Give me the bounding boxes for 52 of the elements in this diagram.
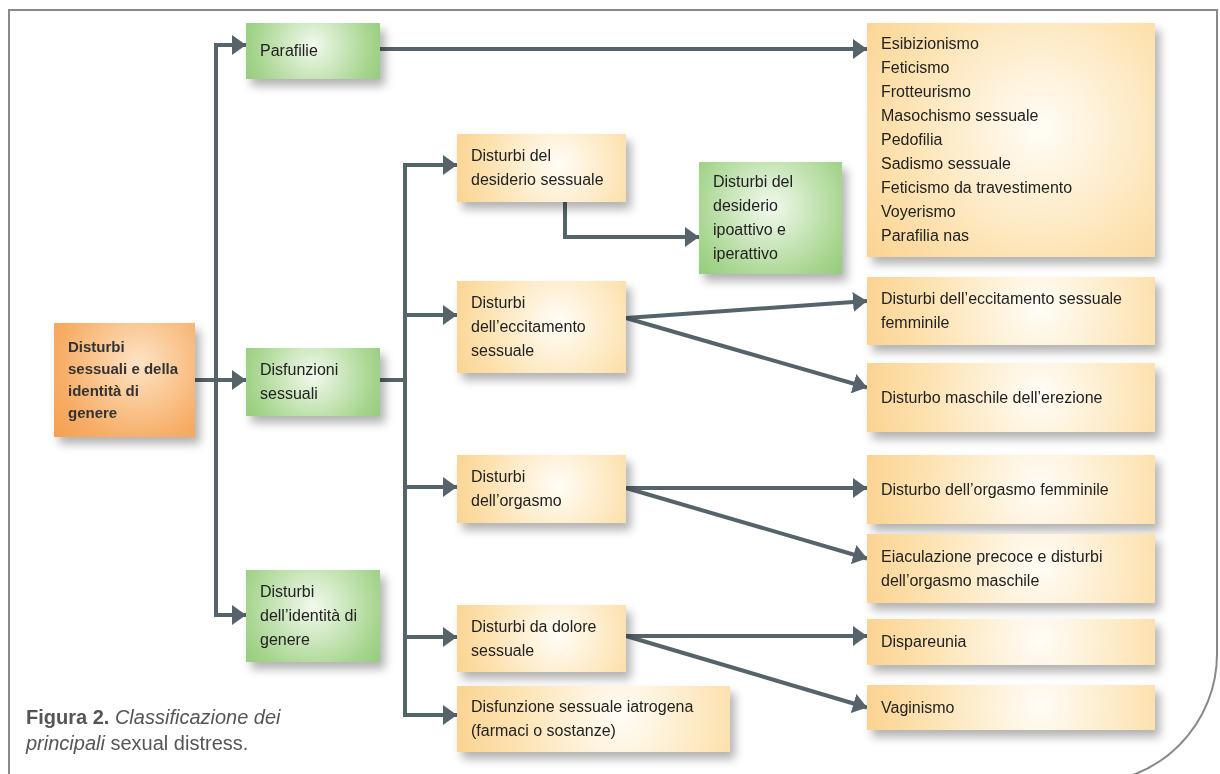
box-label: Disturbi dell’identità di genere — [260, 582, 358, 650]
arrow — [625, 316, 868, 394]
category-box — [867, 363, 1155, 432]
category-box — [246, 570, 380, 662]
arrow — [625, 292, 868, 320]
box-label: Disfunzione sessuale iatrogena (farmaci o sostanze) — [471, 697, 695, 741]
box-label: Disturbo dell’orgasmo femminile — [881, 479, 1110, 500]
arrow — [195, 378, 246, 625]
box-label: Disfunzioni sessuali — [260, 360, 340, 404]
list-item: Sadismo sessuale — [881, 154, 1012, 174]
list-item: Feticismo da travestimento — [881, 178, 1074, 198]
category-box — [246, 23, 380, 79]
category-box — [867, 455, 1155, 524]
box-label: Vaginismo — [881, 697, 956, 718]
category-box — [457, 281, 626, 373]
category-box — [457, 455, 626, 523]
box-label: Disturbi dell’orgasmo — [471, 467, 563, 511]
arrow — [563, 202, 699, 247]
category-box — [457, 605, 626, 672]
box-label: Disturbi dell’eccitamento sessuale — [471, 293, 587, 361]
category-box — [867, 534, 1155, 603]
box-label: Disturbo maschile dell’erezione — [881, 387, 1104, 408]
category-box — [457, 134, 626, 202]
box-label: Disturbi da dolore sessuale — [471, 616, 598, 661]
list-item: Masochismo sessuale — [881, 106, 1040, 126]
category-box — [699, 162, 842, 274]
arrow — [625, 634, 868, 714]
box-label: Disturbi dell’eccitamento sessuale femminile — [881, 289, 1123, 333]
list-item: Parafilia nas — [881, 226, 971, 246]
category-box — [867, 277, 1155, 345]
arrow — [625, 486, 868, 565]
category-box — [246, 348, 380, 416]
box-label: Disturbi sessuali e della identità di genere — [68, 337, 180, 423]
box-label: Disturbi del desiderio sessuale — [471, 146, 605, 190]
arrow — [380, 39, 867, 59]
list-item: Feticismo — [881, 58, 951, 78]
category-box — [54, 323, 195, 437]
list-item: Voyerismo — [881, 202, 957, 222]
box-label: Disturbi del desiderio ipoattivo e iperattivo — [713, 172, 795, 264]
list-item: Esibizionismo — [881, 34, 980, 54]
list-item: Pedofilia — [881, 130, 944, 150]
category-box — [867, 23, 1155, 257]
category-box — [867, 685, 1155, 730]
figure-caption: Figura 2. Classificazione dei principali sexual distress. — [26, 705, 282, 756]
category-box — [457, 686, 730, 752]
category-box — [867, 619, 1155, 665]
box-label: Dispareunia — [881, 632, 968, 652]
list-item: Frotteurismo — [881, 82, 972, 102]
arrow — [626, 478, 867, 498]
arrow — [626, 626, 867, 646]
box-label: Parafilie — [260, 41, 319, 61]
box-label: Eiaculazione precoce e disturbi dell’orgasmo maschile — [881, 546, 1104, 591]
